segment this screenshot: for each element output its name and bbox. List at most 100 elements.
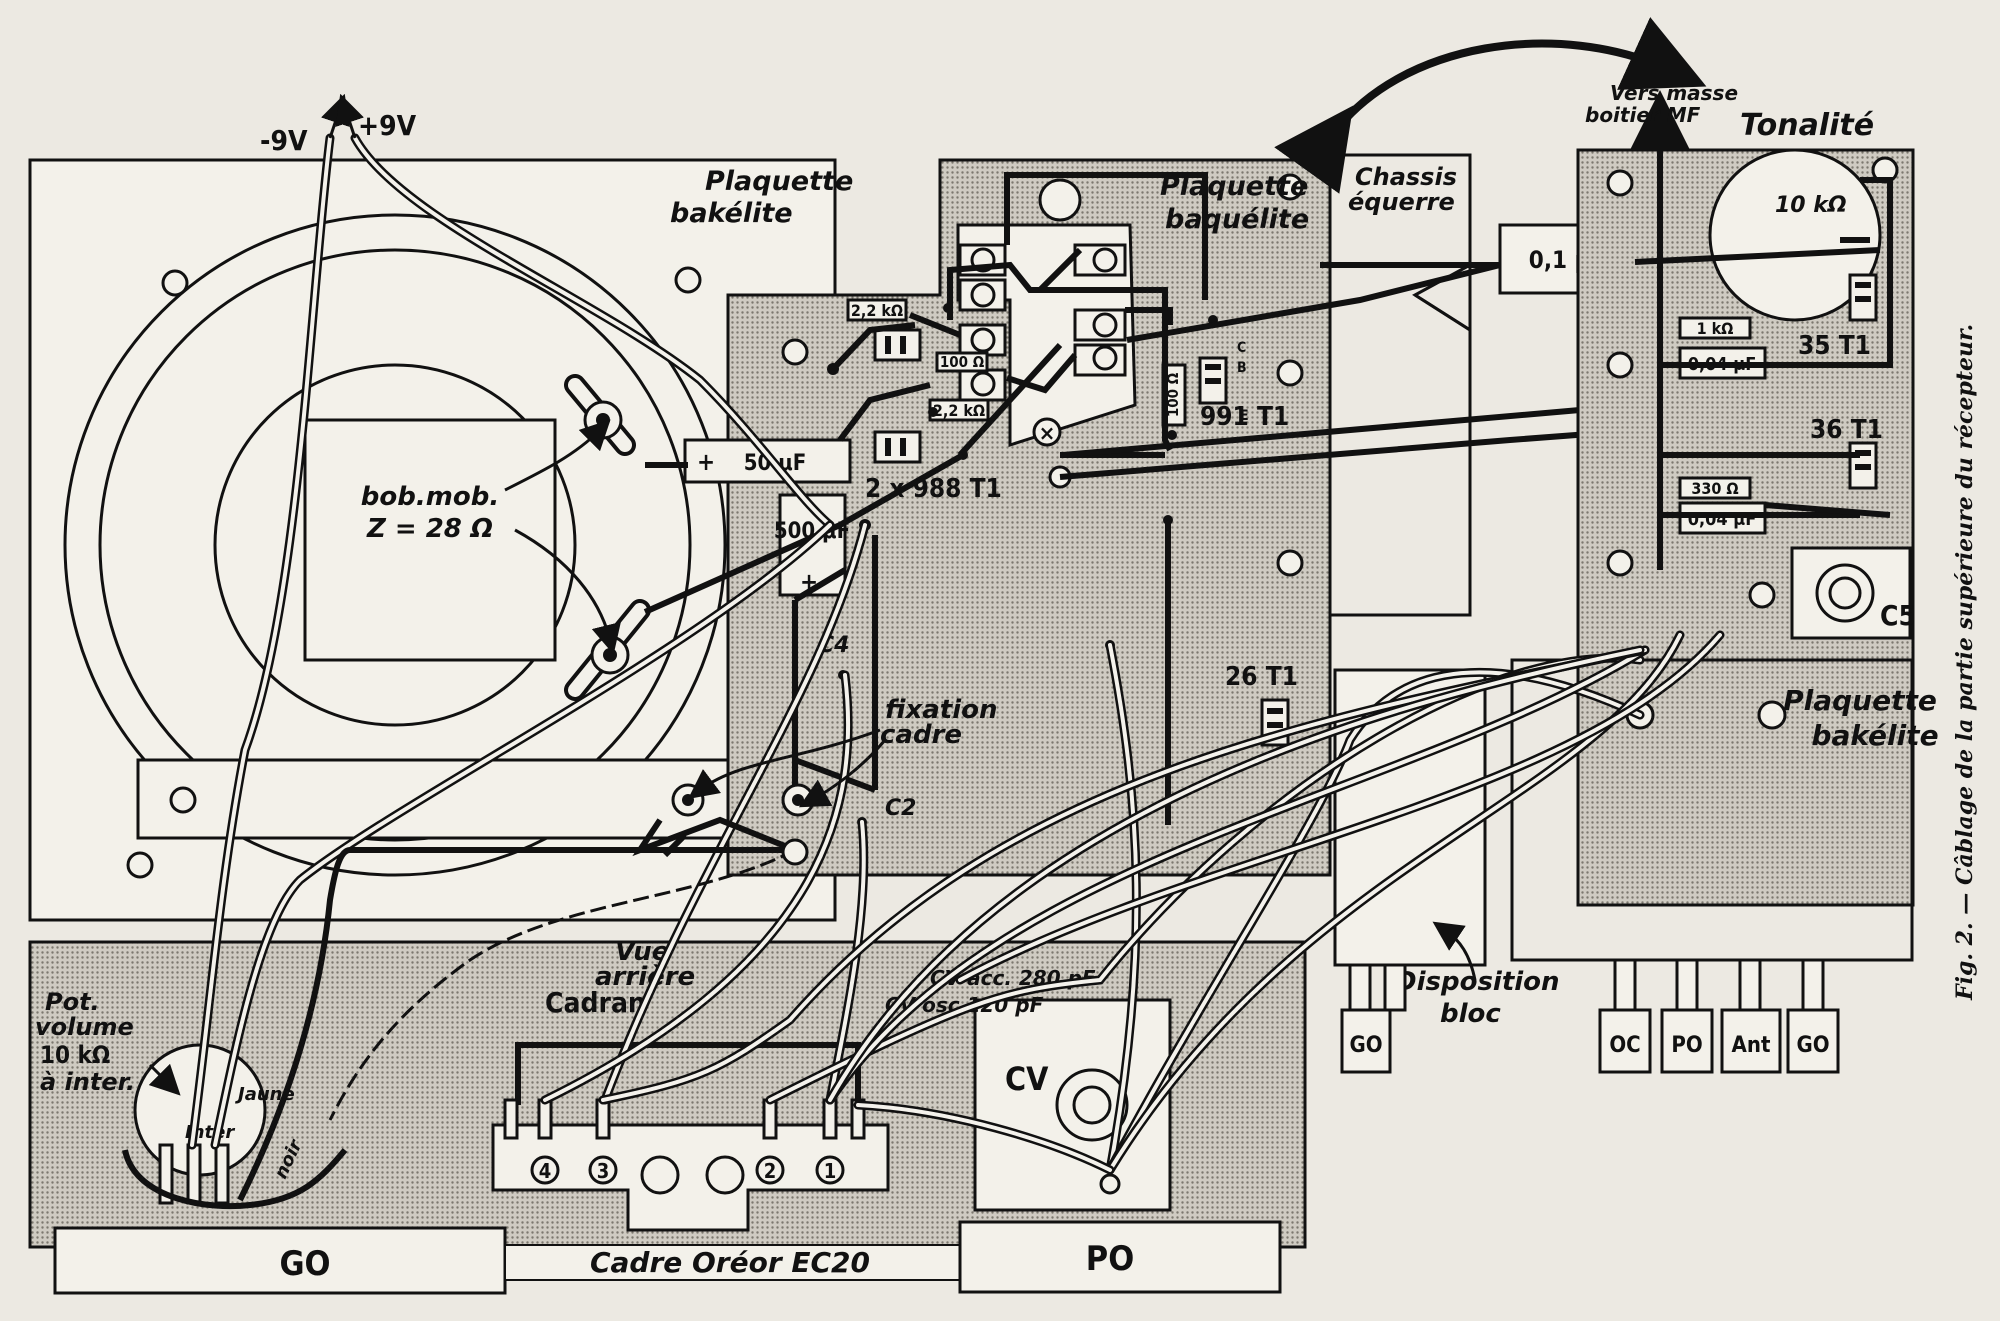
figure-caption: Fig. 2. — Câblage de la partie supérieur…	[1952, 324, 1978, 1001]
bloc-terminal-oc[interactable]: OC	[1598, 958, 1652, 1074]
wire-core	[601, 648, 1647, 1102]
label-r-100: 100 Ω	[940, 353, 985, 371]
label-chassis-2: équerre	[1348, 188, 1455, 216]
wire-core	[1108, 633, 1682, 1172]
label-r-22k-b: 2,2 kΩ	[933, 401, 985, 420]
label-pot-2: volume	[35, 1013, 134, 1041]
label-fixation-1: fixation	[885, 695, 998, 725]
label-bob-mob-1: bob.mob.	[361, 482, 499, 512]
svg-text:GO: GO	[1796, 1033, 1829, 1058]
label-pot-10k: 10 kΩ	[1775, 193, 1847, 218]
label-r-1k: 1 kΩ	[1697, 319, 1734, 338]
screw-icon	[161, 269, 189, 297]
label-po-bar: PO	[1086, 1239, 1134, 1279]
svg-text:PO: PO	[1671, 1033, 1702, 1058]
wire-core	[958, 633, 1722, 982]
screw-icon	[1606, 351, 1634, 379]
screw-icon	[781, 338, 809, 366]
label-c2: C2	[885, 796, 916, 821]
label-tonalite: Tonalité	[1740, 108, 1874, 143]
screw-icon	[169, 786, 197, 814]
label-t-35: 35 T1	[1798, 331, 1871, 361]
wire-core	[828, 648, 1647, 1102]
cadran-strip	[491, 1123, 890, 1232]
label-plaquette-left-1: Plaquette	[705, 166, 853, 197]
wire-core	[1108, 643, 1139, 1172]
label-t-36: 36 T1	[1810, 415, 1883, 445]
label-neg-9v: -9V	[260, 124, 308, 157]
svg-text:B: B	[1237, 360, 1247, 376]
cadran-terminal-3[interactable]: 3	[588, 1155, 618, 1185]
screw-icon	[1276, 359, 1304, 387]
cadre-go-bar	[53, 1226, 507, 1295]
svg-text:2: 2	[764, 1159, 777, 1183]
label-disposition-2: bloc	[1440, 999, 1501, 1029]
bloc-terminal-go-left[interactable]: GO	[1340, 963, 1407, 1074]
label-pos-9v: +9V	[358, 109, 417, 142]
cv-housing	[973, 998, 1172, 1212]
capacitor-50uf	[683, 438, 852, 484]
screw-icon	[1606, 549, 1634, 577]
label-cv: CV	[1005, 1060, 1049, 1098]
wire-core	[213, 523, 832, 1147]
svg-text:+: +	[697, 448, 715, 476]
speaker-magnet	[303, 418, 557, 662]
bloc-terminal-ant[interactable]: Ant	[1720, 958, 1782, 1074]
svg-text:OC: OC	[1609, 1033, 1640, 1058]
label-r-330: 330 Ω	[1691, 479, 1738, 498]
label-pot-4: à inter.	[40, 1068, 135, 1096]
label-vers-masse-2: boitier MF	[1585, 103, 1701, 127]
label-t-26: 26 T1	[1225, 662, 1298, 692]
label-plaquette-mid-2: baquélite	[1165, 204, 1309, 235]
svg-text:×: ×	[1039, 421, 1056, 445]
label-cadre: Cadre Oréor EC20	[590, 1246, 870, 1279]
bloc-terminal-go-right[interactable]: GO	[1786, 958, 1840, 1074]
label-c5: C5	[1880, 599, 1916, 632]
svg-text:E: E	[1240, 408, 1249, 424]
cadran-terminal-1[interactable]: 1	[815, 1155, 845, 1185]
wire-core	[856, 1103, 1112, 1172]
svg-text:Ant: Ant	[1732, 1033, 1771, 1058]
svg-text:GO: GO	[1349, 1033, 1382, 1058]
cadran-terminal-4[interactable]: 4	[530, 1155, 560, 1185]
label-plaquette-right-1: Plaquette	[1783, 684, 1937, 717]
screw-icon	[1276, 549, 1304, 577]
svg-text:3: 3	[597, 1159, 610, 1183]
svg-text:1: 1	[824, 1159, 837, 1183]
svg-text:C: C	[1237, 340, 1246, 356]
wire-core	[353, 136, 832, 527]
label-r-22k-a: 2,2 kΩ	[851, 301, 903, 320]
screw-icon	[674, 266, 702, 294]
label-t-991: 991 T1	[1200, 402, 1289, 432]
label-vers-masse-1: Vers masse	[1610, 81, 1738, 105]
wire-core	[190, 136, 332, 1147]
cadran-terminal-2[interactable]: 2	[755, 1155, 785, 1185]
label-arriere: arrière	[595, 962, 695, 992]
screw-icon	[126, 851, 154, 879]
bloc-terminal-po[interactable]: PO	[1660, 958, 1714, 1074]
tone-pot	[1708, 148, 1882, 322]
screw-icon	[1606, 169, 1634, 197]
label-cadran: Cadran	[545, 986, 646, 1019]
speaker-inner-ring	[213, 363, 577, 727]
label-plaquette-right-2: bakélite	[1811, 719, 1938, 752]
wire-core	[543, 673, 851, 1102]
speaker-middle-ring	[98, 248, 692, 842]
wire-core	[603, 523, 867, 1102]
label-jaune: Jaune	[235, 1084, 295, 1105]
label-chassis-1: Chassis	[1355, 163, 1457, 191]
label-r-100-v: 100 Ω	[1164, 372, 1182, 417]
label-pot-1: Pot.	[45, 988, 100, 1016]
label-pot-3: 10 kΩ	[40, 1041, 110, 1069]
tone-plate: 10 kΩ 1 kΩ 0,04 μF 35 T1 36 T1 330 Ω 0,0…	[1576, 90, 1939, 907]
label-plaquette-left-2: bakélite	[670, 198, 793, 229]
label-disposition-1: Disposition	[1395, 967, 1560, 997]
label-go-bar: GO	[279, 1244, 330, 1284]
wire-core	[828, 648, 1642, 1102]
label-fixation-2: cadre	[880, 720, 962, 750]
svg-text:4: 4	[539, 1159, 552, 1183]
cadre-po-bar	[958, 1220, 1282, 1294]
speaker-outer-ring	[63, 213, 727, 877]
label-bob-mob-2: Z = 28 Ω	[366, 514, 493, 544]
